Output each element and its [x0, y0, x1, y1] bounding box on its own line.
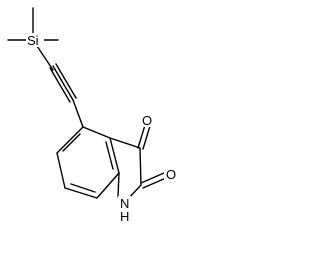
bond-ring-c5-c6 — [56, 152, 66, 189]
o-upper-background — [140, 113, 153, 127]
carbonyl-lower-line-1 — [140, 172, 165, 184]
carbonyl-upper-line-1 — [137, 124, 146, 149]
bond-ring-c4-c5 — [56, 126, 84, 154]
atom-h-label: H — [120, 209, 129, 224]
bond-ring-c6-c7 — [64, 187, 98, 199]
n-label-background — [118, 196, 131, 210]
bond-ring-c3a-c4 — [82, 126, 111, 139]
triple-bond-line-1 — [49, 67, 71, 103]
o-lower-background — [164, 167, 177, 181]
aromatic-double-bond-1 — [62, 133, 81, 152]
atom-o-upper-label: O — [142, 113, 152, 128]
aromatic-double-bond-3 — [105, 141, 114, 170]
bond-c3a-c3 — [109, 137, 141, 149]
aromatic-double-bond-2 — [70, 183, 96, 193]
structure-diagram: Si O O N H — [7, 7, 177, 224]
carbonyl-lower-line-2 — [142, 177, 167, 189]
triple-bond-line-3 — [55, 63, 77, 99]
bond-c3-c2 — [139, 147, 142, 186]
bond-ring-c7-c7a — [96, 172, 120, 199]
atom-si-label: Si — [27, 33, 39, 48]
bond-alkyne-ring — [72, 99, 84, 128]
triple-bond-line-2 — [52, 65, 74, 101]
si-label-background — [26, 33, 44, 47]
atom-o-lower-label: O — [166, 167, 176, 182]
bond-n-c7a — [117, 172, 120, 198]
bond-ring-c7a-c3a — [109, 137, 120, 174]
carbonyl-upper-line-2 — [142, 125, 151, 150]
atom-n-label: N — [120, 196, 129, 211]
